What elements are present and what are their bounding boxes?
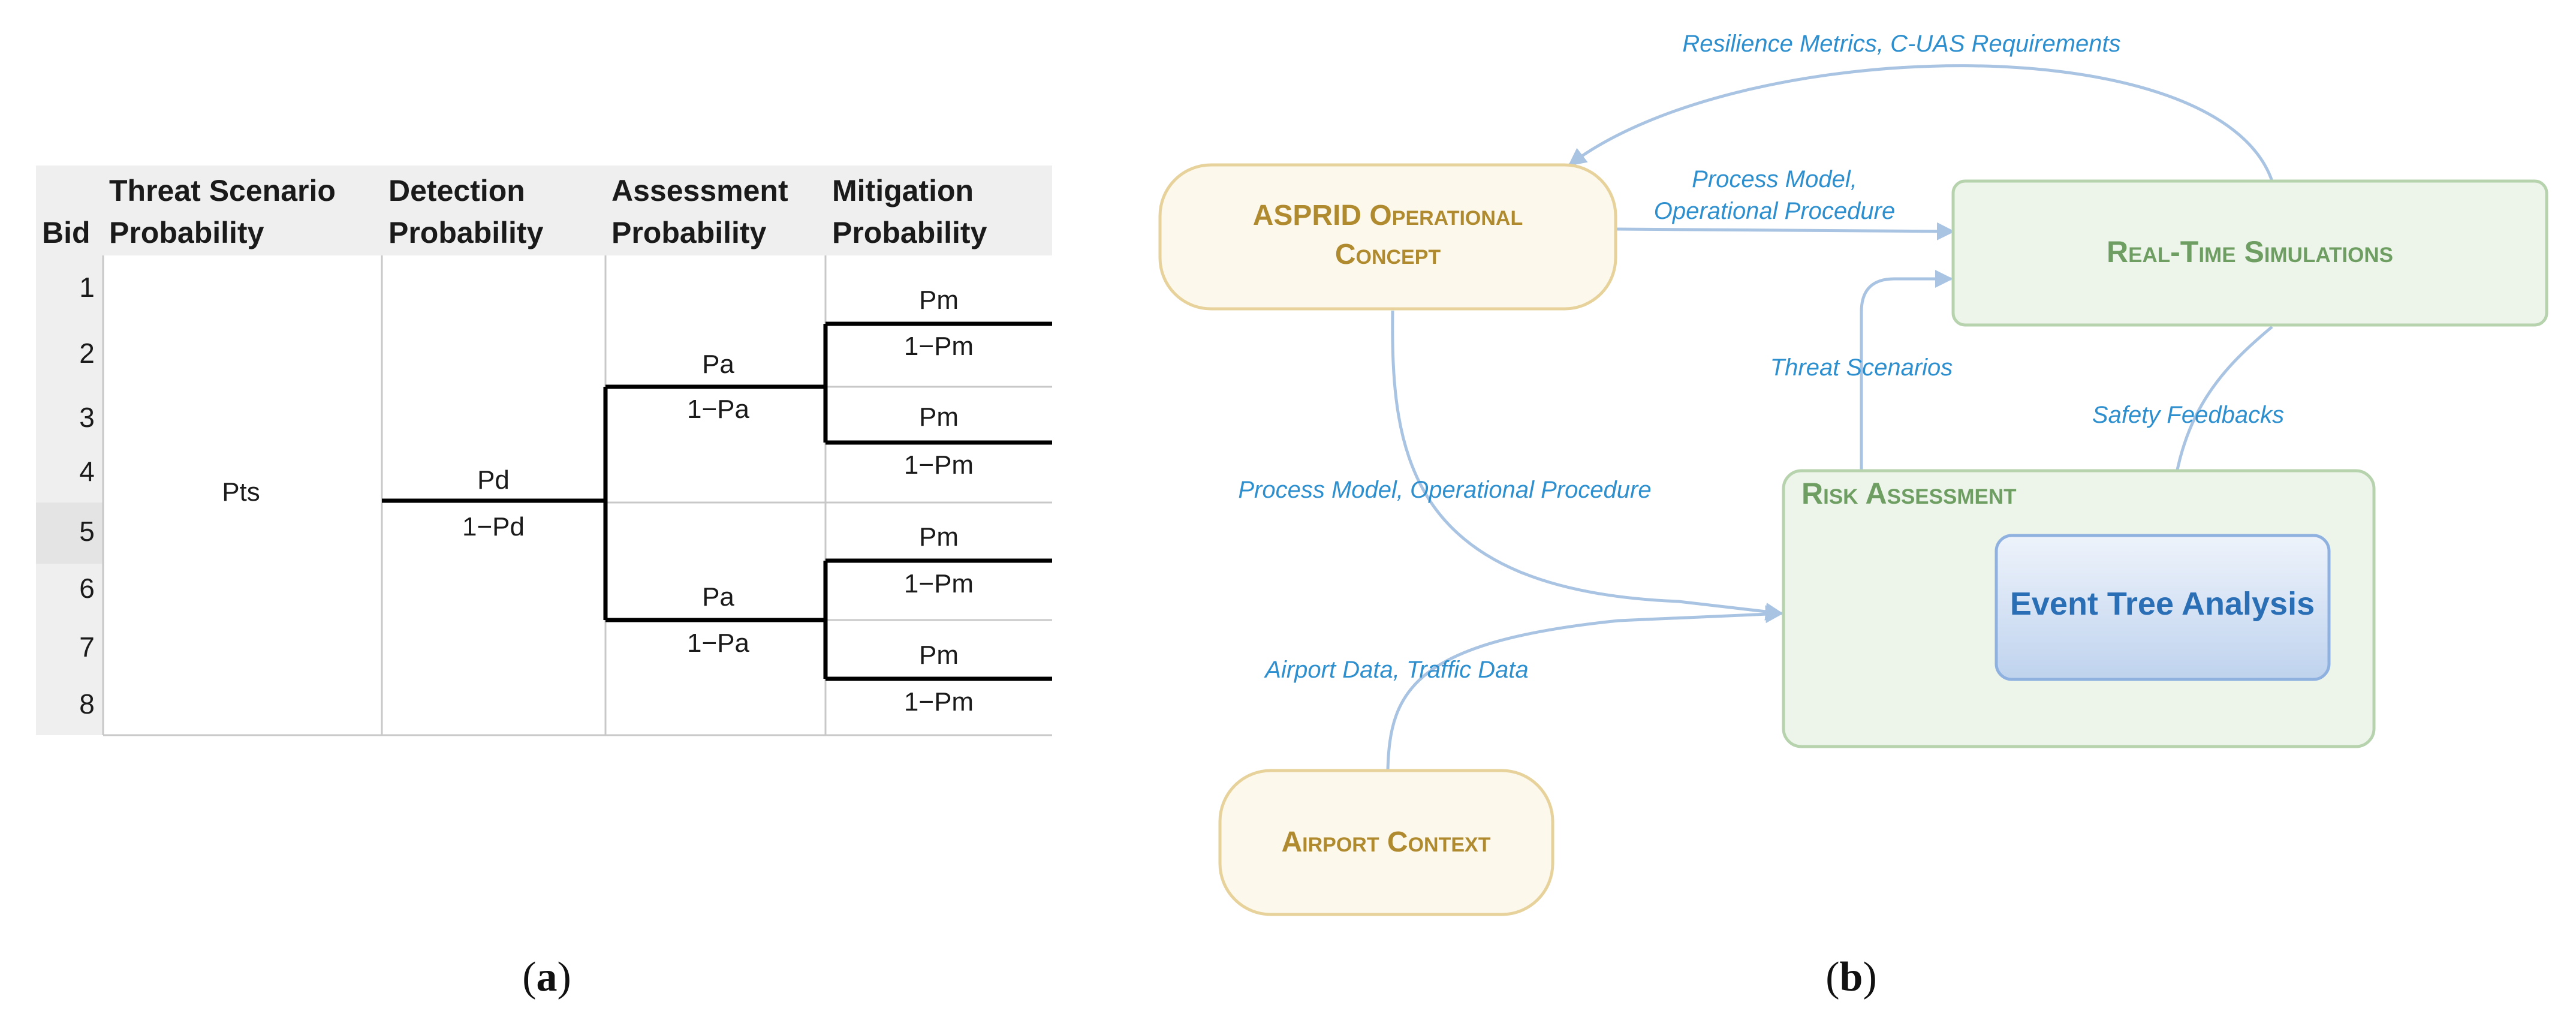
header-bid: Bid (42, 216, 91, 249)
edge-label-resilience: Resilience Metrics, C-UAS Requirements (1682, 31, 2120, 57)
edge-label-process-top-line2: Operational Procedure (1654, 198, 1895, 224)
assessment-fail: 1−Pa (687, 395, 750, 424)
bid-numbers: 1 2 3 4 5 6 7 8 (79, 272, 95, 720)
caption-a: (a) (522, 954, 571, 1000)
airport-context-box (1218, 769, 1554, 916)
arrow-process-top (1615, 222, 1955, 240)
event-tree-analysis-label: Event Tree Analysis (2010, 586, 2315, 622)
header-threat-line2: Probability (109, 216, 264, 249)
arrow-resilience (1568, 64, 2274, 182)
mitigation-success: Pm (919, 640, 959, 670)
event-tree-table: Bid Threat Scenario Probability Detectio… (36, 166, 1052, 1000)
airport-context-label: Airport Context (1281, 826, 1490, 858)
bid-label: 6 (79, 573, 95, 604)
edge-label-airport-data: Airport Data, Traffic Data (1264, 657, 1528, 683)
assessment-fail: 1−Pa (687, 628, 750, 658)
bid-label: 2 (79, 338, 95, 369)
probability-labels: Pts Pd 1−Pd Pa 1−Pa Pa 1−Pa Pm 1−Pm Pm 1… (222, 285, 974, 717)
mitigation-fail: 1−Pm (904, 569, 974, 598)
panel-b-flow-diagram: Risk Assessment Event Tree Analysis ASPR… (1109, 0, 2576, 1014)
edge-label-process-top-line1: Process Model, (1692, 166, 1857, 192)
event-tree-analysis-box (1994, 534, 2331, 681)
asprid-label-line2: Concept (1335, 239, 1441, 270)
detection-success: Pd (477, 465, 510, 495)
flow-diagram: Risk Assessment Event Tree Analysis ASPR… (1158, 31, 2548, 1000)
header-assessment-line2: Probability (611, 216, 767, 249)
header-detection-line2: Probability (388, 216, 544, 249)
bid-highlight (36, 503, 103, 564)
mitigation-fail: 1−Pm (904, 687, 974, 717)
event-tree-branches (382, 321, 1052, 681)
mitigation-success: Pm (919, 402, 959, 432)
arrow-threat-scenarios (1860, 270, 1953, 477)
real-time-simulations-box (1951, 179, 2548, 327)
mitigation-fail: 1−Pm (904, 332, 974, 361)
header-threat-line1: Threat Scenario (109, 174, 336, 207)
assessment-success: Pa (702, 350, 734, 379)
connectors (1386, 64, 2274, 771)
header-mitigation-line2: Probability (832, 216, 987, 249)
header-mitigation-line1: Mitigation (832, 174, 974, 207)
arrow-airport-data (1386, 605, 1783, 771)
bid-label: 1 (79, 272, 95, 303)
bid-label: 4 (79, 456, 95, 487)
mitigation-fail: 1−Pm (904, 450, 974, 480)
edge-label-process-bottom: Process Model, Operational Procedure (1238, 477, 1651, 503)
asprid-label-line1: ASPRID Operational (1253, 200, 1523, 231)
bid-label: 3 (79, 402, 95, 433)
caption-b: (b) (1825, 954, 1877, 1000)
header-assessment-line1: Assessment (611, 174, 788, 207)
edge-label-safety-feedbacks: Safety Feedbacks (2092, 402, 2284, 428)
header-band (36, 166, 1052, 255)
panel-a-event-tree-table: Bid Threat Scenario Probability Detectio… (0, 0, 1109, 1014)
bid-label: 8 (79, 688, 95, 720)
real-time-simulations-label: Real-Time Simulations (2107, 235, 2393, 269)
assessment-success: Pa (702, 582, 734, 612)
bid-label: 5 (79, 516, 95, 547)
edge-label-threat-scenarios: Threat Scenarios (1770, 354, 1953, 381)
bid-label: 7 (79, 631, 95, 663)
mitigation-success: Pm (919, 522, 959, 552)
bid-column-band (36, 255, 103, 735)
arrow-process-bottom (1391, 310, 1783, 621)
threat-probability: Pts (222, 477, 260, 507)
header-detection-line1: Detection (388, 174, 525, 207)
detection-fail: 1−Pd (462, 512, 525, 541)
asprid-operational-concept-box (1158, 163, 1617, 311)
mitigation-success: Pm (919, 285, 959, 315)
risk-assessment-label: Risk Assessment (1801, 477, 2016, 510)
